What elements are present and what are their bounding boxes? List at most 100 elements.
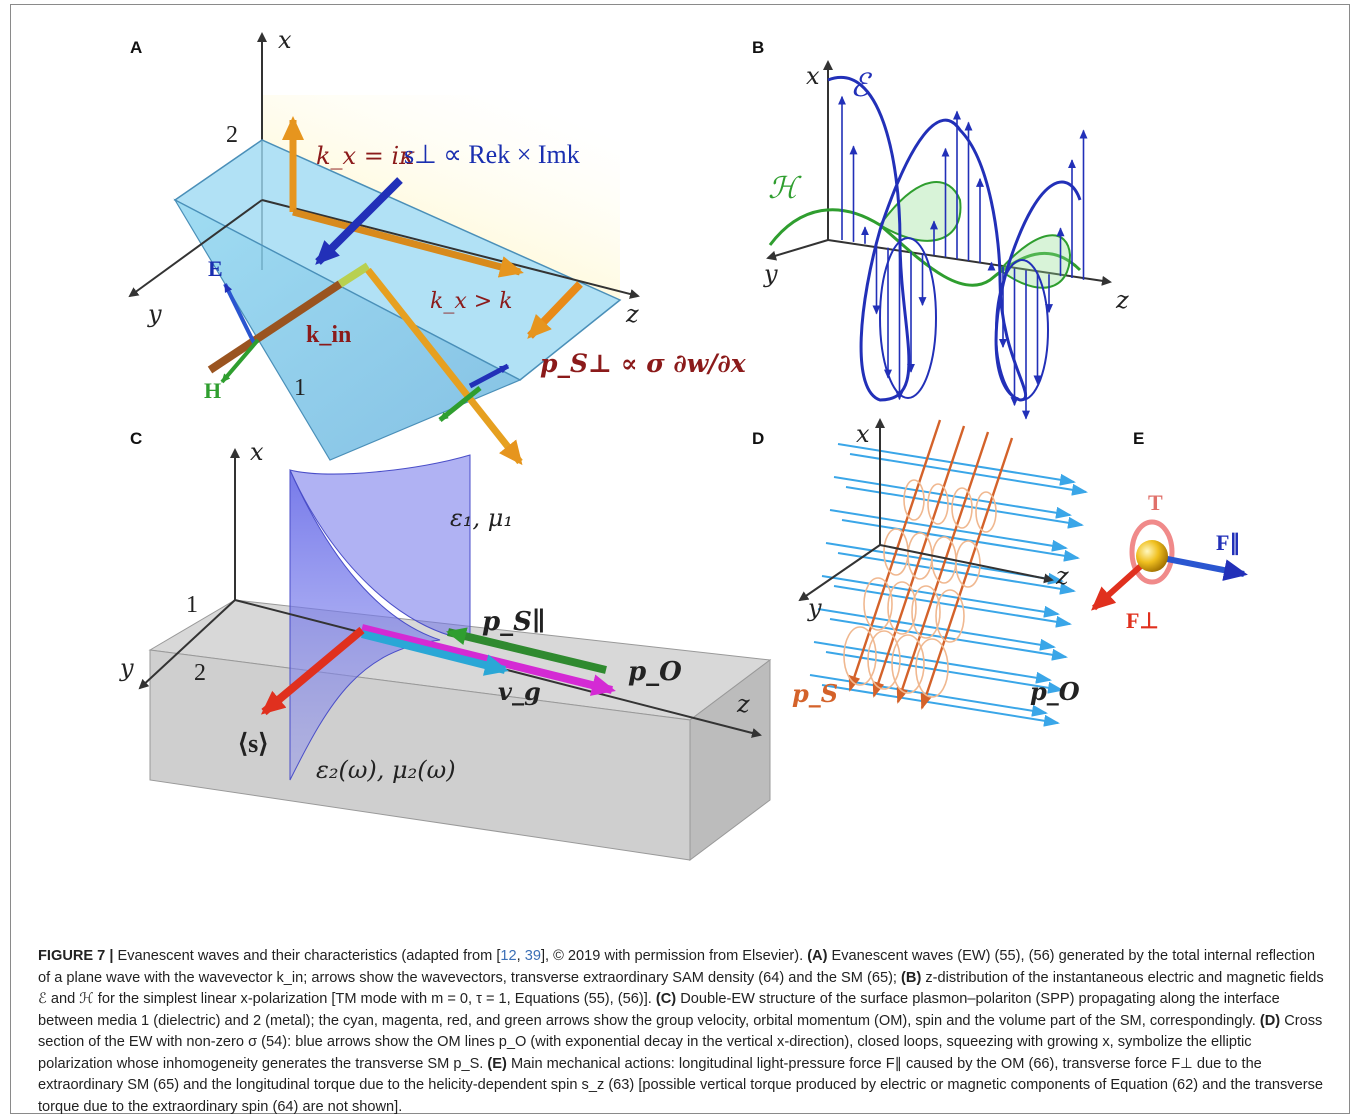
torque-loop-icon	[1129, 519, 1175, 585]
h-field-arrow	[220, 338, 260, 384]
panel-b-label: B	[752, 38, 764, 57]
magnetic-field-curve	[768, 208, 1082, 287]
polarization-loop	[863, 577, 893, 631]
particle-ball	[1136, 540, 1168, 572]
axis-x-label: x	[278, 26, 292, 54]
k-in-label: k_in	[306, 322, 351, 348]
panel-d: D x y z p_S p_O	[752, 418, 1088, 727]
caption-text: Double-EW structure of the surface plasm…	[38, 991, 1280, 1029]
polarization-loop	[867, 630, 901, 690]
kx-imag-label: k_x = iκ	[316, 142, 415, 170]
panel-c: C x y z 1 2 ε₁, μ₁ ε₂(ω), μ₂(ω) p_O p_S∥…	[119, 429, 772, 861]
reflected-h-arrow	[438, 386, 482, 422]
medium-2-label: 2	[226, 122, 238, 148]
reference-link[interactable]: 12	[500, 948, 517, 964]
group-velocity-arrow	[361, 630, 509, 676]
orbital-momentum-line	[821, 684, 1060, 727]
metal-slab-side	[689, 659, 771, 861]
panel-a: A x y z 2 1 k_x = iκ k_x > k s⊥ ∝ Rek × …	[128, 26, 747, 466]
axis-y-line	[766, 239, 829, 261]
axis-y-label: y	[807, 594, 822, 622]
spin-momentum-line	[896, 431, 990, 704]
orbital-momentum-line	[825, 651, 1064, 694]
h-field-label: H	[204, 378, 221, 403]
orbital-momentum-line	[829, 509, 1068, 552]
panel-d-label: D	[752, 429, 764, 448]
spin-momentum-line	[848, 419, 942, 692]
reference-link[interactable]: 39	[524, 948, 541, 964]
electric-field-loop	[879, 237, 937, 399]
caption-text: Evanescent waves (EW) (55), (56) generat…	[38, 948, 1315, 986]
caption-label-b: (B)	[901, 969, 922, 986]
caption-text: Main mechanical actions: longitudinal li…	[38, 1055, 1323, 1115]
p-s-perp-arrow	[527, 281, 583, 339]
axis-x-label: x	[806, 62, 820, 90]
s-avg-label: ⟨s⟩	[238, 729, 268, 758]
axis-y-label: y	[119, 654, 134, 682]
polarization-loop	[927, 483, 949, 525]
k-in-beam	[207, 280, 343, 374]
orbital-momentum-line	[849, 453, 1088, 496]
p-s-perp-label: p_S⊥ ∝ σ ∂w/∂x	[540, 349, 747, 378]
caption-text: Evanescent waves and their characteristi…	[113, 948, 501, 964]
orbital-momentum-line	[841, 519, 1080, 562]
figure-frame	[10, 4, 1350, 1114]
orbital-momentum-line	[833, 585, 1072, 628]
axis-x-label: x	[250, 438, 264, 466]
s-perp-label: s⊥ ∝ Rek × Imk	[404, 140, 580, 169]
panel-e-label: E	[1133, 429, 1144, 448]
axis-z-label: z	[736, 690, 750, 718]
orbital-momentum-line	[829, 618, 1068, 661]
medium-1-label: 1	[186, 592, 198, 618]
medium-1-label: 1	[294, 375, 306, 401]
h-field-label: ℋ	[768, 171, 802, 206]
s-perp-arrow	[315, 177, 403, 265]
caption-label-d: (D)	[1259, 1012, 1281, 1029]
axis-x-label: x	[856, 420, 870, 448]
axis-z-label: z	[625, 300, 639, 328]
kx-real-arrow	[292, 208, 524, 278]
p-s-label: p_S	[792, 679, 838, 708]
axis-y-label: y	[763, 260, 778, 288]
e-field-arrow	[223, 283, 257, 346]
medium-1-params: ε₁, μ₁	[450, 504, 513, 532]
caption-label-c: (C)	[655, 991, 677, 1007]
polarization-loop	[903, 479, 925, 521]
polarization-loop	[935, 589, 965, 643]
spin-momentum-line	[872, 425, 966, 698]
orbital-momentum-line	[817, 608, 1056, 651]
magnetic-field-lobe	[998, 234, 1072, 289]
polarization-loop	[915, 638, 949, 698]
panel-c-label: C	[130, 429, 142, 448]
kx-gt-label: k_x > k	[430, 289, 513, 314]
axis-z-line	[261, 199, 640, 299]
caption-text: ,	[516, 948, 525, 964]
reflected-e-arrow	[468, 363, 510, 389]
caption-text: z-distribution of the instantaneous elec…	[38, 969, 1324, 1008]
spin-arrow	[260, 626, 365, 716]
medium-2-params: ε₂(ω), μ₂(ω)	[316, 756, 456, 784]
torque-label: T	[1148, 490, 1163, 515]
f-par-label: F∥	[1216, 530, 1240, 556]
axis-z-label: z	[1115, 286, 1129, 314]
p-o-label: p_O	[628, 657, 682, 687]
polarization-loop	[911, 585, 941, 639]
e-field-label: ℰ	[850, 66, 873, 104]
spin-momentum-arrow	[446, 627, 607, 674]
figure-caption: FIGURE 7 | Evanescent waves and their ch…	[38, 946, 1328, 1118]
orbital-momentum-line	[813, 641, 1052, 684]
orbital-momentum-line	[833, 476, 1072, 519]
caption-label-a: (A)	[807, 948, 828, 964]
polarization-loop	[955, 540, 981, 588]
field-vectors	[838, 95, 1088, 420]
figure-number: FIGURE 7 |	[38, 948, 114, 964]
axis-y-line	[798, 544, 881, 602]
axis-z-line	[879, 544, 1054, 584]
polarization-loop	[891, 634, 925, 694]
panel-a-label: A	[130, 38, 142, 57]
axis-y-line	[128, 199, 263, 298]
medium-2-label: 2	[194, 660, 206, 686]
axis-z-label: z	[1055, 562, 1069, 590]
polarization-loop	[951, 487, 973, 529]
spin-momentum-line	[920, 437, 1014, 710]
